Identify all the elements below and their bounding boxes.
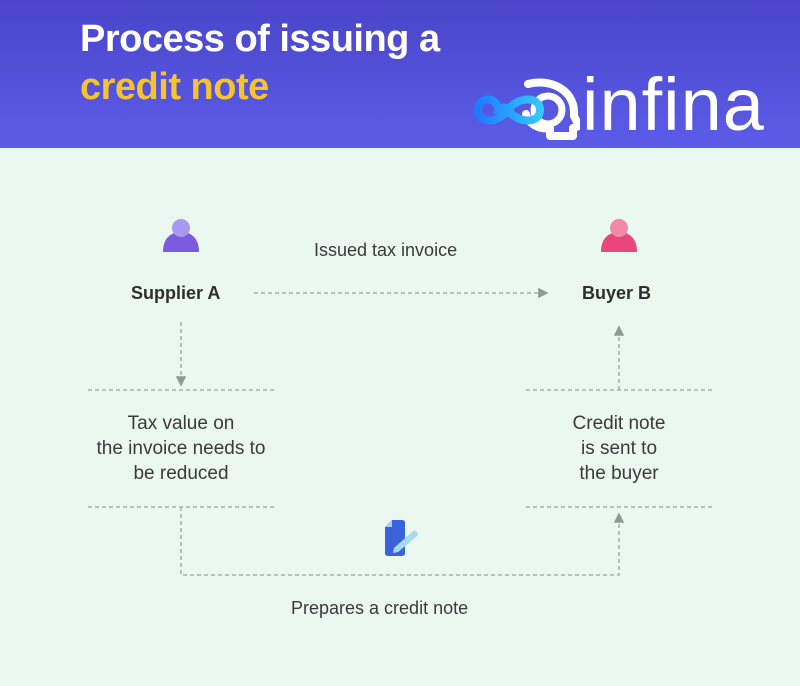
step-tax-reduce: Tax value on the invoice needs to be red… [78, 411, 284, 486]
issued-invoice-label: Issued tax invoice [314, 240, 458, 260]
step-tax-reduce-line-3: be reduced [133, 463, 229, 484]
step-tax-reduce-line-1: Tax value on [127, 413, 235, 434]
step-credit-sent: Credit note is sent to the buyer [516, 411, 722, 486]
buyer-person-icon [601, 219, 637, 252]
buyer-label: Buyer B [582, 283, 652, 303]
document-edit-icon [385, 520, 418, 556]
prepares-credit-note-label: Prepares a credit note [291, 598, 469, 618]
header-banner: Process of issuing a credit note infina [0, 0, 800, 148]
logo-text: infina [582, 63, 765, 146]
step-credit-sent-line-2: is sent to [580, 438, 658, 459]
title-line-1: Process of issuing a [80, 18, 440, 60]
step-tax-reduce-line-2: the invoice needs to [96, 438, 266, 459]
supplier-person-icon [163, 219, 199, 252]
step-credit-sent-line-3: the buyer [579, 463, 659, 484]
infina-logo: infina [470, 63, 790, 146]
step-credit-sent-line-1: Credit note [572, 413, 666, 434]
title-line-2: credit note [80, 66, 269, 108]
supplier-label: Supplier A [131, 283, 221, 303]
infinity-head-icon [473, 78, 580, 140]
